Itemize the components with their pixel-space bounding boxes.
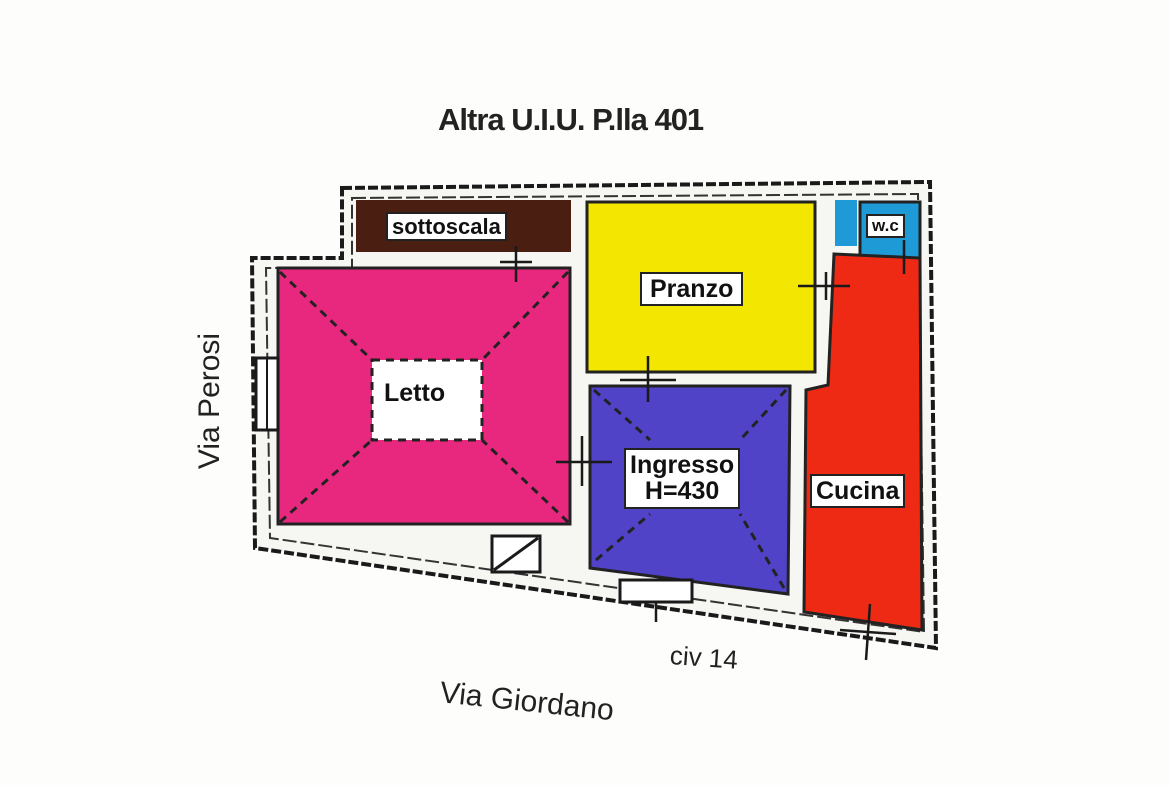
window-south [618,578,694,604]
plan-title: Altra U.I.U. P.lla 401 [438,102,704,137]
label-cucina: Cucina [810,474,906,509]
street-west-label: Via Perosi [193,332,226,470]
letto-vault-lines [278,270,570,524]
civic-number-label: civ 14 [668,640,739,675]
label-ingresso-name: Ingresso [630,451,735,479]
room-cucina [802,252,924,632]
label-ingresso: Ingresso H=430 [624,448,741,509]
label-ingresso-height: H=430 [644,477,720,506]
label-letto: Letto [384,379,446,407]
ingresso-vault-lines [593,388,788,589]
label-wc: w.c [866,214,905,238]
room-wc-top [835,200,857,246]
label-sottoscala: sottoscala [386,212,507,242]
label-pranzo: Pranzo [640,272,744,307]
